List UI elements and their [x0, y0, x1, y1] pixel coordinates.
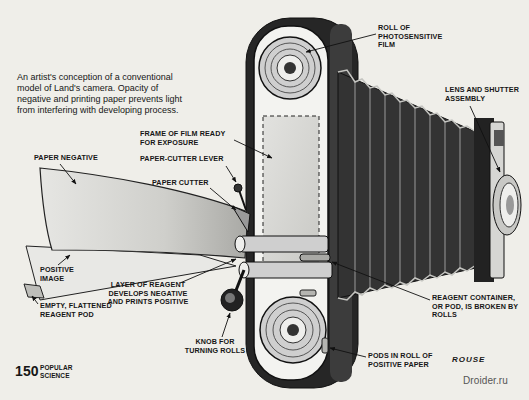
shutter-box	[494, 130, 504, 146]
flattened-pod	[24, 284, 44, 298]
watermark: Droider.ru	[463, 377, 527, 386]
leader-lines	[32, 34, 500, 357]
paper-negative	[40, 168, 248, 258]
lens	[493, 175, 521, 235]
film-panel	[254, 26, 328, 380]
callout-label: REAGENT CONTAINER, OR POD, IS BROKEN BY …	[432, 294, 527, 320]
callout-label: EMPTY, FLATTENED REAGENT POD	[40, 302, 122, 319]
bellows	[338, 72, 476, 298]
roller	[244, 262, 332, 278]
cutter-lever-knob	[234, 184, 242, 192]
callout-label: PAPER NEGATIVE	[34, 154, 114, 163]
reagent-pod	[300, 290, 316, 296]
cutter-blade	[232, 206, 250, 232]
callout-label: KNOB FOR TURNING ROLLS	[180, 338, 250, 355]
callout-label: LAYER OF REAGENT DEVELOPS NEGATIVE AND P…	[100, 281, 196, 307]
callout-label: ROLL OF PHOTOSENSITIVE FILM	[378, 24, 452, 50]
lens-glass	[500, 183, 518, 227]
callout-label: LENS AND SHUTTER ASSEMBLY	[445, 86, 527, 103]
lens-center	[506, 195, 514, 215]
artist-signature: ROUSE	[452, 356, 492, 365]
paper-roll	[260, 297, 326, 363]
callout-label: PODS IN ROLL OF POSITIVE PAPER	[368, 352, 456, 369]
bellows-pleats	[355, 82, 460, 292]
knob-highlight	[225, 293, 235, 303]
callout-label: FRAME OF FILM READY FOR EXPOSURE	[140, 130, 236, 147]
film-roll	[259, 37, 321, 99]
magazine-name: POPULAR SCIENCE	[40, 364, 80, 379]
roller	[240, 236, 328, 252]
reagent-pod	[322, 338, 328, 353]
turning-knob	[221, 289, 243, 311]
caption-text: An artist's conception of a conventional…	[17, 72, 189, 116]
cutter-lever	[239, 190, 246, 210]
reagent-pod	[300, 254, 330, 261]
callout-label: PAPER-CUTTER LEVER	[140, 155, 240, 164]
roller-end	[235, 236, 245, 252]
callout-label: POSITIVE IMAGE	[40, 266, 88, 283]
page-number: 150	[15, 363, 41, 379]
callout-label: PAPER CUTTER	[152, 179, 226, 188]
